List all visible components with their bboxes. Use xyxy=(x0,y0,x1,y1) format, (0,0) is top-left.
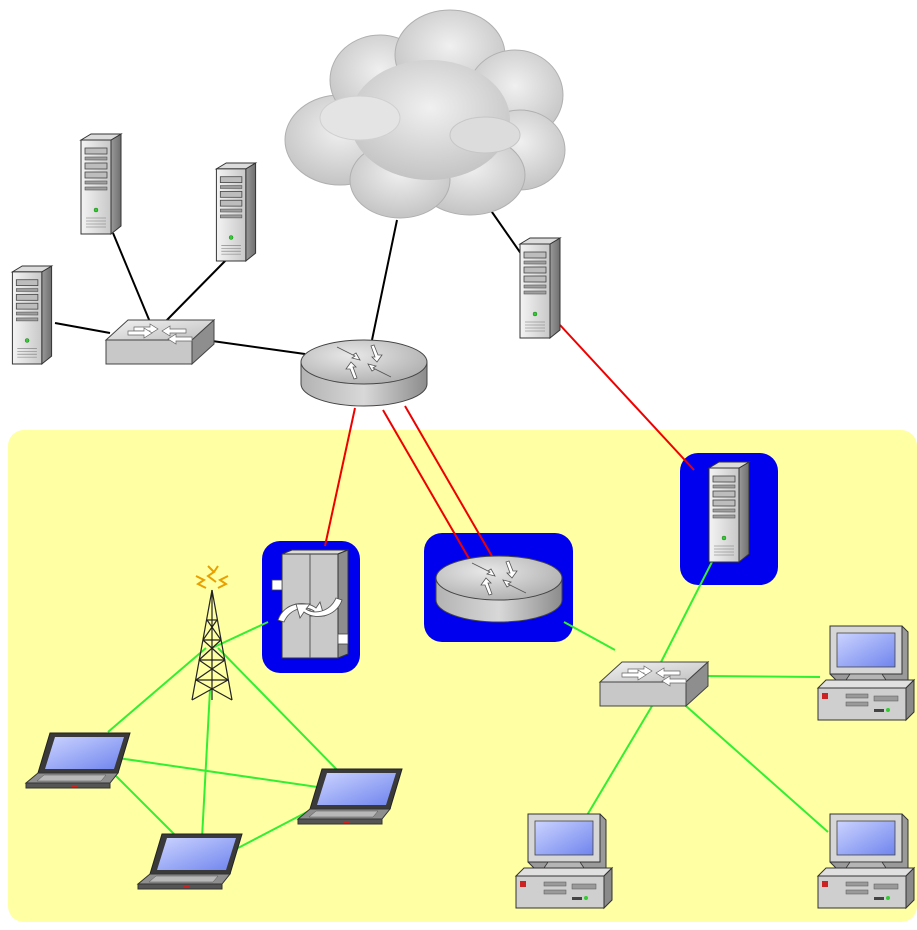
desktop-right-bottom-icon xyxy=(817,813,915,909)
link-server-internal-switch xyxy=(657,553,717,669)
server-internal-icon xyxy=(708,461,750,563)
server-right-icon xyxy=(519,237,561,339)
link-router-firewall xyxy=(324,407,356,547)
link-tower-laptop-right xyxy=(217,647,346,779)
server-top-left-a-icon xyxy=(80,133,122,235)
link-laptop-left-laptop-bottom xyxy=(111,771,179,839)
desktop-bottom-icon xyxy=(515,813,613,909)
link-switch-desktop-right-bottom xyxy=(685,705,829,833)
link-router-router-internal-a xyxy=(382,409,472,563)
server-left-icon xyxy=(11,265,53,365)
router-core-icon xyxy=(300,339,428,407)
link-router-internal-switch xyxy=(563,621,616,651)
router-internal-icon xyxy=(435,555,563,623)
link-tower-laptop-bottom xyxy=(201,689,211,839)
link-switch-desktop-right-top xyxy=(705,675,821,678)
link-server-left-switch xyxy=(54,322,111,334)
cloud-icon xyxy=(284,9,566,219)
antenna-tower-icon xyxy=(191,565,233,701)
switch-left-icon xyxy=(105,319,215,365)
switch-internal-icon xyxy=(599,661,709,707)
link-server-right-server-internal xyxy=(559,324,695,471)
link-tower-laptop-left xyxy=(107,647,207,733)
link-switch-router xyxy=(204,339,306,355)
link-router-router-internal-b xyxy=(404,405,494,559)
firewall-icon xyxy=(271,549,349,659)
link-server-b-switch xyxy=(164,257,229,323)
link-server-a-switch xyxy=(112,232,151,323)
link-laptop-left-laptop-right xyxy=(117,757,339,791)
link-switch-desktop-bottom xyxy=(582,705,653,823)
server-top-left-b-icon xyxy=(215,162,257,262)
link-router-cloud xyxy=(371,219,398,341)
desktop-right-top-icon xyxy=(817,625,915,721)
